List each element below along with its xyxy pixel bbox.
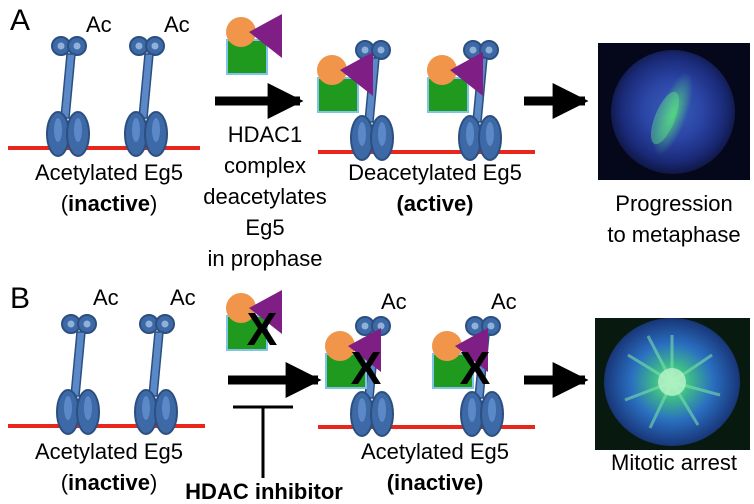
panel-a-label: A — [10, 4, 30, 37]
result-caption: to metaphase — [607, 222, 740, 247]
acetyl-label: Ac — [164, 12, 190, 37]
eg5-state: (inactive) — [387, 470, 484, 495]
svg-text:complex: complex — [224, 153, 306, 178]
eg5-caption: Deacetylated Eg5 — [348, 160, 522, 185]
acetyl-label: Ac — [491, 289, 517, 314]
eg5-motor — [56, 314, 100, 435]
svg-text:deacetylates: deacetylates — [203, 184, 327, 209]
hdac1-complex — [225, 13, 283, 75]
acetyl-label: Ac — [93, 285, 119, 310]
eg5-caption: Acetylated Eg5 — [35, 160, 183, 185]
eg5-motor — [134, 314, 178, 435]
eg5-state: (inactive) — [61, 470, 158, 495]
eg5-motor — [46, 36, 90, 157]
panel-b-label: B — [10, 282, 30, 315]
eg5-state: (inactive) — [61, 191, 158, 216]
acetyl-label: Ac — [170, 285, 196, 310]
eg5-state: (active) — [396, 191, 473, 216]
x-mark-icon: X — [460, 342, 491, 394]
acetyl-label: Ac — [86, 12, 112, 37]
panel-b: B Ac Ac Acetylated Eg5 (inactive) X HDAC… — [8, 282, 750, 504]
hdac1-complex — [316, 51, 374, 113]
x-mark-icon: X — [351, 342, 382, 394]
micrograph-mitotic-arrest — [595, 318, 750, 450]
process-text: HDAC1 complex deacetylates Eg5 in propha… — [203, 122, 327, 271]
panel-a: A Ac Ac Acetylated Eg5 (inactive) HDAC1 … — [8, 4, 750, 271]
result-caption: Mitotic arrest — [611, 450, 737, 475]
svg-text:Eg5: Eg5 — [245, 215, 284, 240]
x-mark-icon: X — [247, 303, 278, 355]
micrograph-metaphase — [598, 43, 750, 180]
eg5-caption: Acetylated Eg5 — [35, 439, 183, 464]
inhibition-symbol — [233, 405, 293, 478]
result-caption: Progression — [615, 191, 732, 216]
eg5-caption: Acetylated Eg5 — [361, 439, 509, 464]
acetyl-label: Ac — [381, 289, 407, 314]
svg-text:in prophase: in prophase — [208, 246, 323, 271]
svg-text:HDAC1: HDAC1 — [228, 122, 303, 147]
eg5-motor — [124, 36, 168, 157]
hdac-inhibitor-label: HDAC inhibitor — [185, 479, 343, 504]
